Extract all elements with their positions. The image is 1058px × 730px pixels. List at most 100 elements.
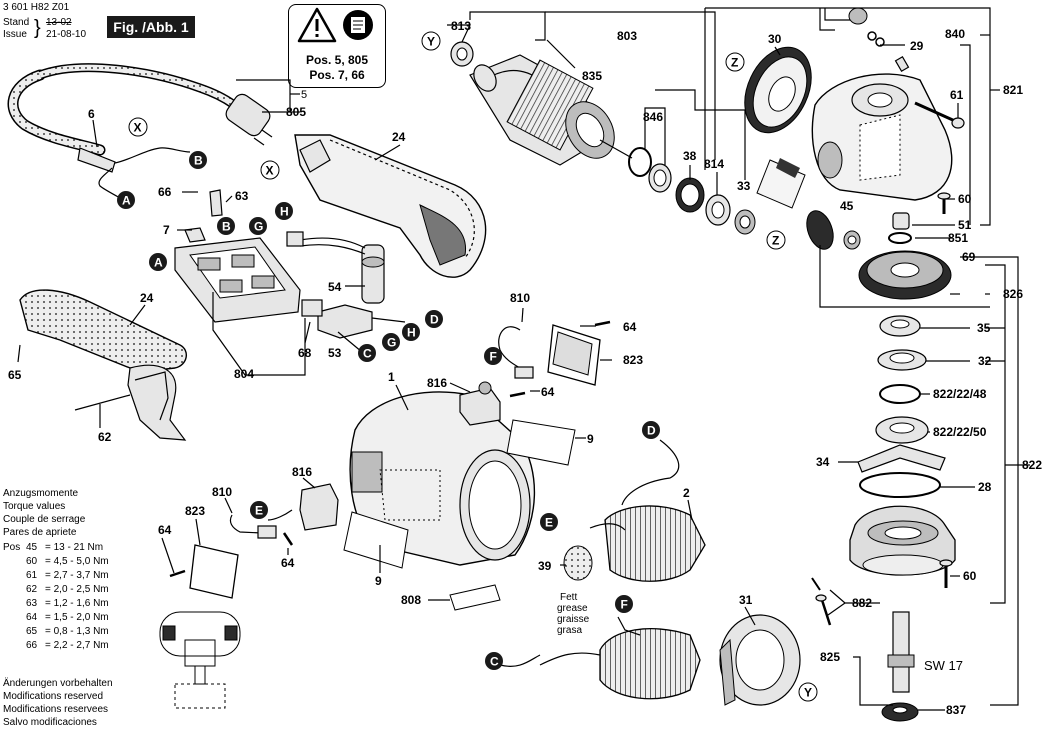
part-labels: 5 805 6 24 66 63 7 54 68 53 804 24 65 62… — [8, 19, 1042, 717]
part-60-flange: 60 — [963, 569, 977, 583]
connector-d: D — [430, 313, 439, 327]
part-28: 28 — [978, 480, 992, 494]
part-39: 39 — [538, 559, 552, 573]
part-814: 814 — [704, 157, 724, 171]
part-826: 826 — [1003, 287, 1023, 301]
wiring-schematic — [159, 611, 241, 709]
connector-g2: G — [387, 336, 396, 350]
part-62: 62 — [98, 430, 112, 444]
part-825: 825 — [820, 650, 840, 664]
armature — [469, 54, 633, 166]
part-45: 45 — [840, 199, 854, 213]
part-803: 803 — [617, 29, 637, 43]
ring-822-48 — [879, 384, 921, 404]
connector-a2: A — [154, 256, 163, 270]
screws-882 — [811, 577, 832, 626]
torque-title: Anzugsmomente Torque values Couple de se… — [3, 487, 85, 539]
part-804: 804 — [234, 367, 254, 381]
part-822-22-50: 822/22/50 — [933, 425, 987, 439]
crown-gear — [858, 250, 952, 300]
issue-label: Issue — [3, 29, 27, 40]
part-9-bottom: 9 — [375, 574, 382, 588]
part-31: 31 — [739, 593, 753, 607]
part-54: 54 — [328, 280, 342, 294]
screw-60-flange — [939, 559, 953, 588]
bearing-flange — [849, 505, 956, 576]
carbon-brush-810 — [229, 326, 534, 539]
part-840: 840 — [945, 27, 965, 41]
note-es: Salvo modificaciones — [3, 717, 97, 728]
issue-date: 21-08-10 — [46, 29, 87, 40]
connector-x2: X — [266, 164, 274, 178]
part-823-top: 823 — [623, 353, 643, 367]
part-60-head: 60 — [958, 192, 972, 206]
torque-title-en: Torque values — [3, 501, 66, 512]
switch-assembly — [174, 189, 301, 323]
grease-label-es: grasa — [557, 625, 582, 636]
warning-icon — [297, 7, 373, 43]
part-2: 2 — [683, 486, 690, 500]
gear-head — [811, 73, 953, 201]
part-29: 29 — [910, 39, 924, 53]
connector-b2: B — [222, 220, 231, 234]
washer-32 — [877, 349, 927, 371]
part-33: 33 — [737, 179, 751, 193]
part-32: 32 — [978, 354, 992, 368]
grease-label-en: grease — [557, 603, 588, 614]
part-64-top: 64 — [623, 320, 637, 334]
connector-a: A — [122, 194, 131, 208]
part-64-bottom: 64 — [281, 556, 295, 570]
torque-title-de: Anzugsmomente — [3, 488, 79, 499]
part-30: 30 — [768, 32, 782, 46]
part-835: 835 — [582, 69, 602, 83]
warning-line-1: Pos. 5, 805 — [305, 53, 369, 67]
rear-handle — [19, 289, 187, 441]
brace: } — [34, 17, 41, 39]
figure-label: Fig. /Abb. 1 — [107, 16, 195, 38]
part-882: 882 — [852, 596, 872, 610]
part-63: 63 — [235, 189, 249, 203]
part-68: 68 — [298, 346, 312, 360]
connector-f: F — [490, 350, 497, 364]
part-822: 822 — [1022, 458, 1042, 472]
motor-housing — [349, 391, 536, 566]
bearing-35 — [879, 315, 921, 337]
power-cord — [7, 63, 273, 199]
part-805: 805 — [286, 105, 306, 119]
brush-cover-823 — [189, 324, 601, 599]
part-5: 5 — [301, 89, 307, 101]
connector-g: G — [254, 220, 263, 234]
connector-b: B — [194, 154, 203, 168]
note-fr: Modifications reservees — [3, 704, 109, 715]
part-822-22-48: 822/22/48 — [933, 387, 987, 401]
spindle — [881, 611, 919, 722]
label-808 — [449, 584, 501, 611]
screw-60 — [937, 192, 951, 214]
spindle-lock — [848, 7, 910, 73]
part-64-mid: 64 — [541, 385, 555, 399]
part-51: 51 — [958, 218, 972, 232]
torque-title-fr: Couple de serrage — [3, 514, 86, 525]
note-de: Änderungen vorbehalten — [3, 678, 113, 689]
part-851: 851 — [948, 231, 968, 245]
connector-wires — [267, 439, 680, 667]
part-6: 6 — [88, 107, 95, 121]
stand-date: 13-02 — [46, 17, 72, 28]
stand-label: Stand — [3, 17, 30, 28]
warning-line-2: Pos. 7, 66 — [309, 68, 365, 82]
connector-y: Y — [427, 35, 435, 49]
bevel-gear-30 — [744, 46, 812, 134]
part-66: 66 — [158, 185, 172, 199]
connector-z: Z — [731, 56, 738, 70]
brush-holder-816 — [299, 381, 501, 531]
grease-cup — [563, 545, 593, 581]
warning-box: Pos. 5, 805 Pos. 7, 66 — [288, 4, 386, 88]
connector-c: C — [363, 347, 372, 361]
pos-label: Pos — [3, 542, 21, 553]
field-winding — [539, 505, 706, 700]
part-24-top: 24 — [392, 130, 406, 144]
grease-label-de: Fett — [560, 592, 577, 603]
torque-title-es: Pares de apriete — [3, 527, 77, 538]
part-846: 846 — [643, 110, 663, 124]
